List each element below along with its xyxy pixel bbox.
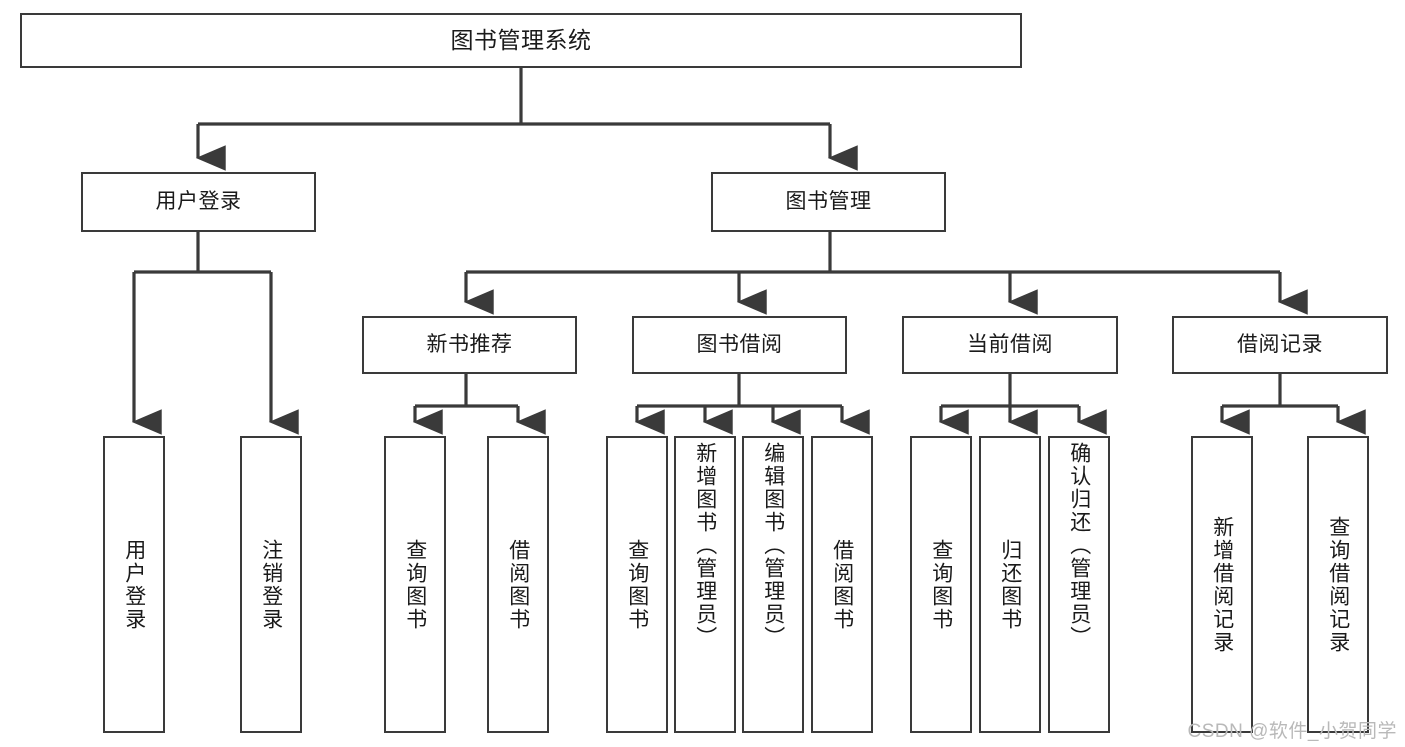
leaf-book-borrow-add[interactable]: 新增图书（管理员） <box>674 436 736 733</box>
node-label: 新书推荐 <box>426 332 513 356</box>
node-current-borrow[interactable]: 当前借阅 <box>902 316 1118 374</box>
leaf-user-login-signout[interactable]: 注销登录 <box>240 436 302 733</box>
leaf-new-book-query[interactable]: 查询图书 <box>384 436 446 733</box>
node-label: 查询图书 <box>929 538 953 631</box>
node-book-borrow[interactable]: 图书借阅 <box>632 316 847 374</box>
node-new-book-recommend[interactable]: 新书推荐 <box>362 316 577 374</box>
node-label: 归还图书 <box>998 538 1022 631</box>
node-label: 查询图书 <box>625 538 649 631</box>
node-label: 查询图书 <box>403 538 427 631</box>
node-label: 图书借阅 <box>696 332 783 356</box>
node-label: 确认归还（管理员） <box>1067 442 1091 649</box>
node-label: 图书管理系统 <box>450 26 592 53</box>
node-label: 图书管理 <box>785 189 872 213</box>
node-label: 借阅图书 <box>506 538 530 631</box>
leaf-book-borrow-edit[interactable]: 编辑图书（管理员） <box>742 436 804 733</box>
node-label: 编辑图书（管理员） <box>761 442 785 649</box>
node-label: 新增图书（管理员） <box>693 442 717 649</box>
node-label: 当前借阅 <box>967 332 1053 356</box>
node-label: 用户登录 <box>122 538 146 631</box>
node-label: 借阅图书 <box>830 538 854 631</box>
leaf-current-borrow-query[interactable]: 查询图书 <box>910 436 972 733</box>
node-label: 新增借阅记录 <box>1210 515 1234 654</box>
leaf-borrow-record-add[interactable]: 新增借阅记录 <box>1191 436 1253 733</box>
node-root-system[interactable]: 图书管理系统 <box>20 13 1022 68</box>
node-label: 借阅记录 <box>1237 332 1323 356</box>
node-borrow-record[interactable]: 借阅记录 <box>1172 316 1388 374</box>
node-label: 用户登录 <box>155 189 242 213</box>
node-book-management[interactable]: 图书管理 <box>711 172 946 232</box>
node-user-login[interactable]: 用户登录 <box>81 172 316 232</box>
leaf-user-login-signin[interactable]: 用户登录 <box>103 436 165 733</box>
leaf-borrow-record-query[interactable]: 查询借阅记录 <box>1307 436 1369 733</box>
leaf-new-book-borrow[interactable]: 借阅图书 <box>487 436 549 733</box>
node-label: 查询借阅记录 <box>1326 515 1350 654</box>
leaf-current-borrow-confirm-return[interactable]: 确认归还（管理员） <box>1048 436 1110 733</box>
watermark-text: CSDN @软件_小贺同学 <box>1187 721 1397 742</box>
leaf-book-borrow-borrow[interactable]: 借阅图书 <box>811 436 873 733</box>
leaf-current-borrow-return[interactable]: 归还图书 <box>979 436 1041 733</box>
leaf-book-borrow-query[interactable]: 查询图书 <box>606 436 668 733</box>
node-label: 注销登录 <box>259 538 283 631</box>
